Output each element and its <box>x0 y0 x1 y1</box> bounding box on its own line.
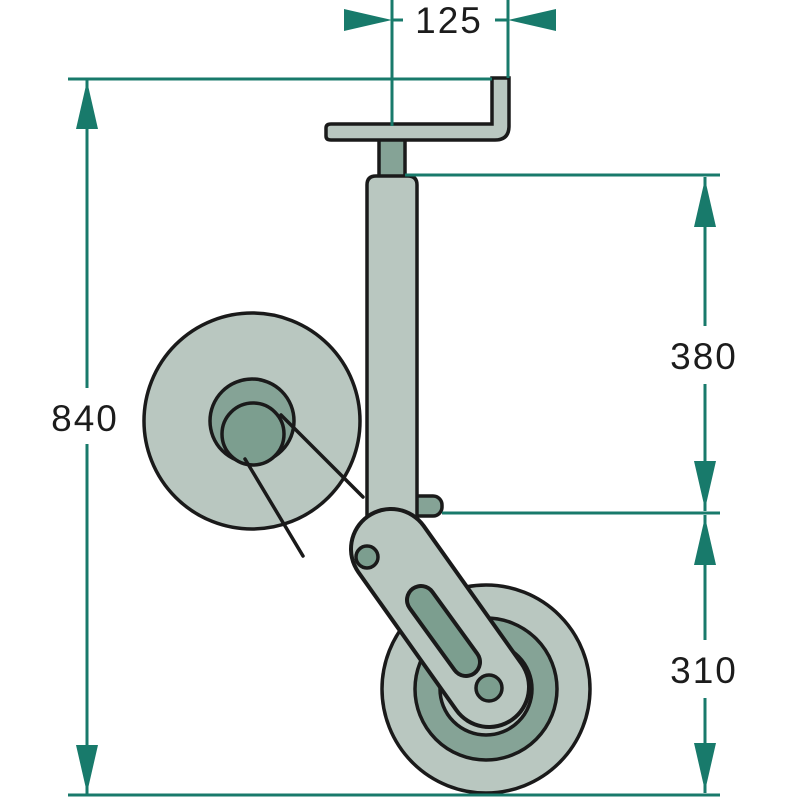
dimension-top-width: 125 <box>344 0 556 126</box>
arrowhead-left-icon <box>508 9 556 31</box>
dimension-total-height: 840 <box>47 77 492 795</box>
arrowhead-down-icon <box>694 743 716 791</box>
arrowhead-down-icon <box>76 745 98 793</box>
arrowhead-right-icon <box>344 9 392 31</box>
crank-handle-knob <box>220 401 286 467</box>
label-mask <box>403 2 495 38</box>
dimension-lower-section: 310 <box>666 515 744 793</box>
swivel-arm-slot <box>409 588 478 674</box>
dimension-label-top-width: 125 <box>415 0 483 41</box>
axle-bolt <box>474 673 504 703</box>
crank-handle-leader-line-lower <box>243 457 305 558</box>
arrowhead-up-icon <box>694 517 716 565</box>
inner-tube <box>377 136 407 182</box>
label-mask <box>666 326 744 384</box>
arrowhead-down-icon <box>694 461 716 509</box>
label-mask <box>47 388 125 444</box>
crank-handle-leader-line-upper <box>279 413 365 499</box>
pivot-bolt <box>354 544 380 570</box>
dimension-upper-section: 380 <box>405 173 744 515</box>
outer-tube <box>365 174 419 522</box>
dimension-label-upper-section: 380 <box>670 336 738 377</box>
swivel-arm <box>349 507 531 729</box>
clamp-bracket <box>324 76 511 142</box>
crank-wheel <box>142 311 365 558</box>
dimension-label-total-height: 840 <box>51 398 119 439</box>
arrowhead-up-icon <box>76 81 98 129</box>
dimension-label-lower-section: 310 <box>670 650 738 691</box>
jockey-wheel-part <box>142 76 592 795</box>
arrowhead-up-icon <box>694 179 716 227</box>
label-mask <box>666 640 744 698</box>
